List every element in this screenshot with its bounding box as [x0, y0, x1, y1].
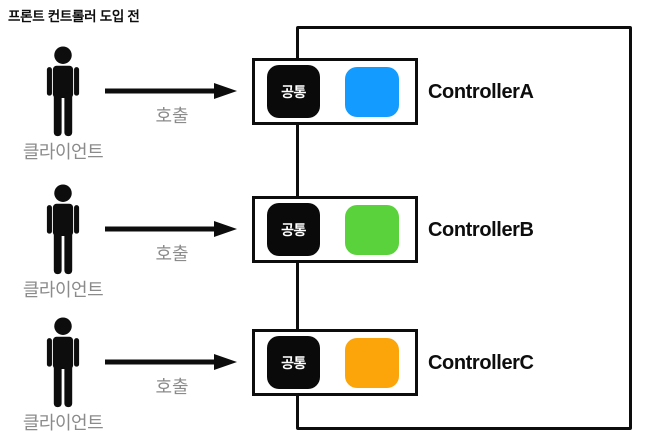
client-label: 클라이언트	[22, 142, 104, 162]
controller-box: 공통	[252, 329, 418, 396]
common-badge: 공통	[267, 336, 320, 389]
controller-name: ControllerA	[428, 81, 534, 103]
controller-name: ControllerB	[428, 219, 534, 241]
common-badge: 공통	[267, 203, 320, 256]
controller-box: 공통	[252, 58, 418, 125]
person-icon	[46, 317, 80, 408]
person-icon	[46, 46, 80, 137]
diagram-title: 프론트 컨트롤러 도입 전	[8, 9, 140, 24]
controller-box: 공통	[252, 196, 418, 263]
person-icon	[46, 184, 80, 275]
arrow-right-icon	[105, 83, 237, 99]
controller-name: ControllerC	[428, 352, 534, 374]
handler-square-green	[345, 205, 399, 255]
row-controller-b: 클라이언트 호출 공통 ControllerB	[0, 184, 651, 329]
arrow-right-icon	[105, 354, 237, 370]
client-label: 클라이언트	[22, 280, 104, 300]
common-badge: 공통	[267, 65, 320, 118]
row-controller-c: 클라이언트 호출 공통 ControllerC	[0, 317, 651, 447]
arrow-right-icon	[105, 221, 237, 237]
call-label: 호출	[155, 106, 189, 126]
call-label: 호출	[155, 244, 189, 264]
handler-square-blue	[345, 67, 399, 117]
client-label: 클라이언트	[22, 413, 104, 433]
row-controller-a: 클라이언트 호출 공통 ControllerA	[0, 46, 651, 191]
handler-square-orange	[345, 338, 399, 388]
call-label: 호출	[155, 377, 189, 397]
